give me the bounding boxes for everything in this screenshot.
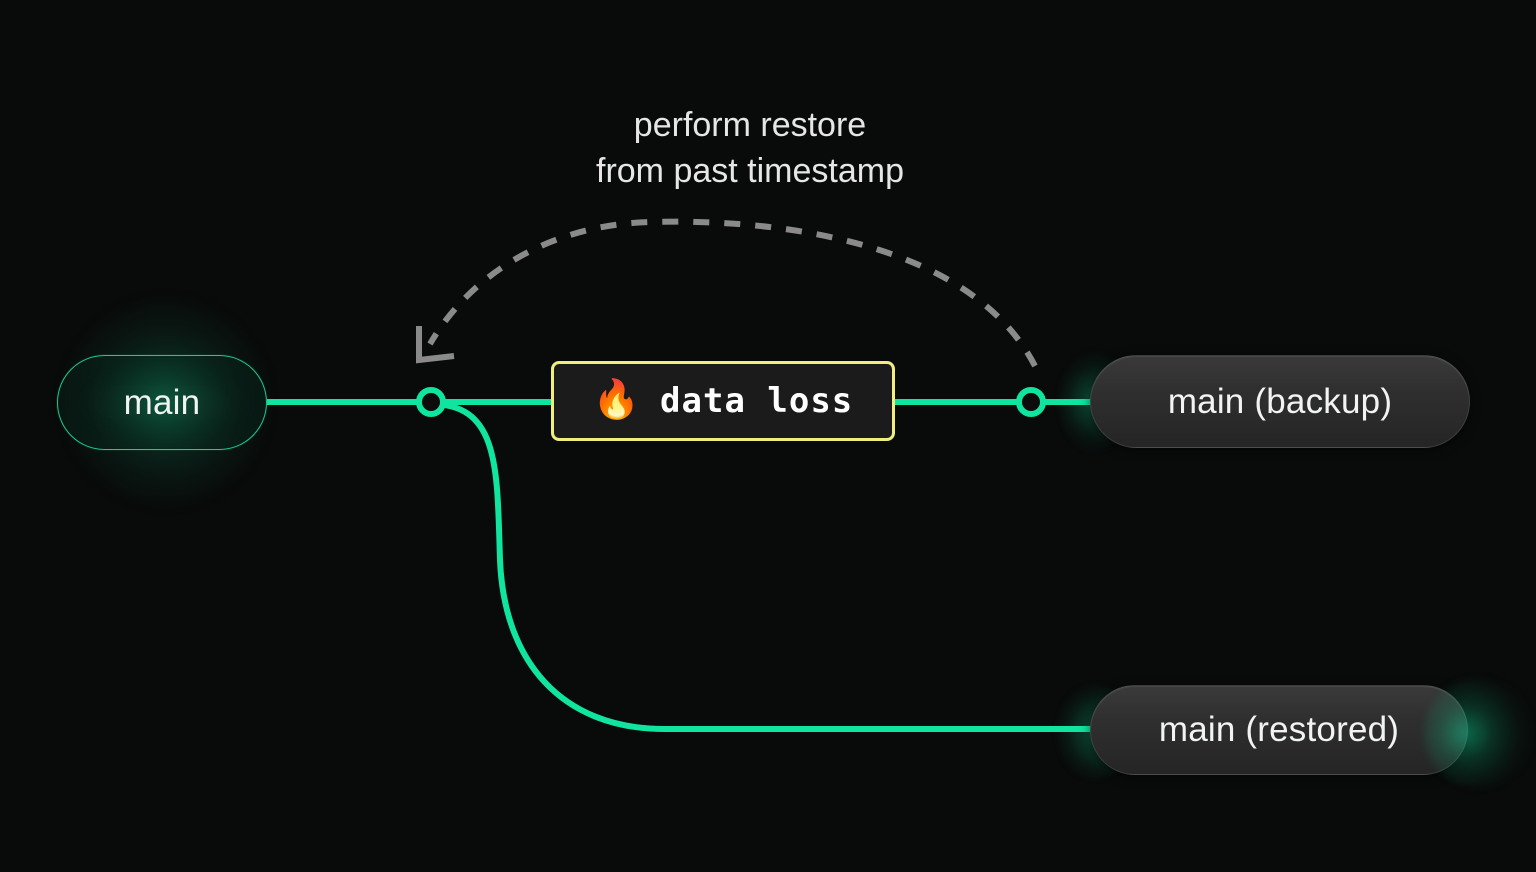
node-main-restored[interactable]: main (restored) bbox=[1090, 685, 1468, 775]
node-main-label: main bbox=[123, 382, 201, 422]
restore-arrow-head-icon bbox=[416, 326, 455, 364]
restore-arrow-arc bbox=[427, 218, 1038, 368]
commit-point-branch[interactable] bbox=[416, 387, 446, 417]
fire-emoji: 🔥 bbox=[592, 379, 641, 421]
node-main[interactable]: main bbox=[57, 355, 267, 450]
event-data-loss[interactable]: 🔥 data loss bbox=[551, 361, 895, 441]
node-main-restored-label: main (restored) bbox=[1158, 710, 1400, 749]
commit-point-backup[interactable] bbox=[1016, 387, 1046, 417]
node-main-backup[interactable]: main (backup) bbox=[1090, 355, 1470, 448]
restore-annotation-caption: perform restore from past timestamp bbox=[596, 106, 904, 190]
event-data-loss-label: data loss bbox=[660, 381, 854, 421]
node-main-backup-label: main (backup) bbox=[1167, 381, 1393, 421]
edge-branch-to-restored bbox=[428, 401, 1097, 732]
